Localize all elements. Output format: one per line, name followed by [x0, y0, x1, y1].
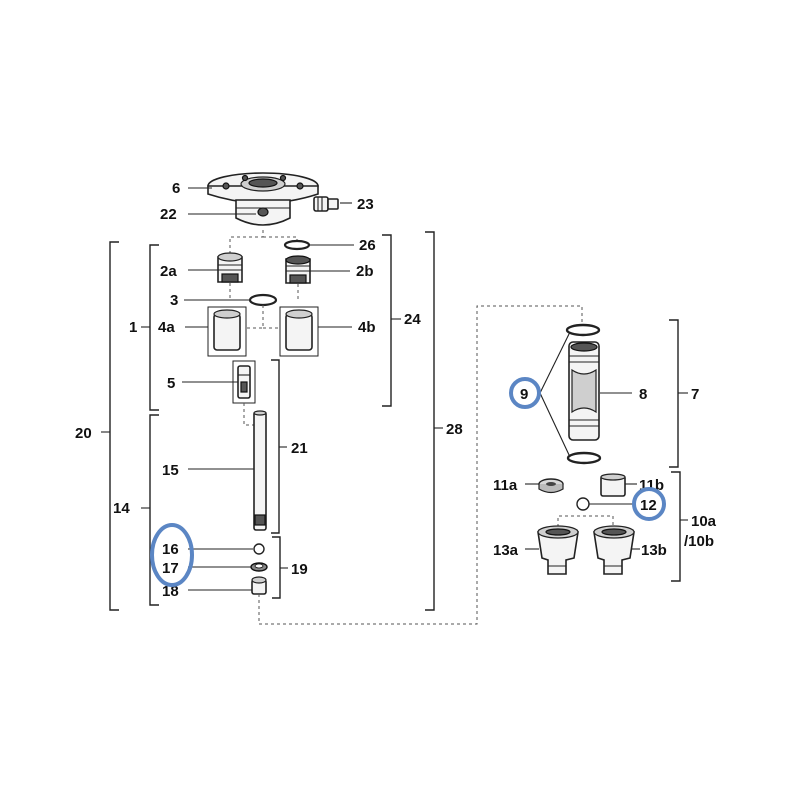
part-23-fitting	[313, 196, 339, 212]
label-6: 6	[172, 180, 180, 197]
brackets-right	[669, 319, 688, 582]
part-12-ball	[576, 497, 590, 511]
part-11b-block	[600, 473, 626, 497]
part-8-cylinder	[568, 341, 600, 441]
label-11a: 11a	[493, 477, 518, 494]
label-3: 3	[170, 292, 178, 309]
label-12: 12	[640, 497, 657, 514]
label-16: 16	[162, 541, 179, 558]
label-22: 22	[160, 206, 177, 223]
label-4b: 4b	[358, 319, 376, 336]
label-1: 1	[129, 319, 137, 336]
label-26: 26	[359, 237, 376, 254]
part-4b-filter	[279, 306, 319, 357]
leader-lines-right	[525, 392, 640, 550]
label-20: 20	[75, 425, 92, 442]
part-16-ball	[253, 543, 265, 555]
label-8: 8	[639, 386, 647, 403]
label-13b: 13b	[641, 542, 667, 559]
part-9-oring-bottom	[566, 451, 602, 465]
leader-lines-9	[539, 331, 571, 458]
part-17-seat	[250, 562, 268, 572]
part-18-nut	[251, 576, 267, 595]
label-10b: /10b	[684, 533, 714, 550]
label-9: 9	[520, 386, 528, 403]
label-13a: 13a	[493, 542, 519, 559]
part-5-sleeve	[232, 360, 256, 404]
label-28: 28	[446, 421, 463, 438]
label-2b: 2b	[356, 263, 374, 280]
label-23: 23	[357, 196, 374, 213]
label-18: 18	[162, 583, 179, 600]
highlight-9	[509, 377, 541, 409]
part-2b-check	[285, 255, 311, 284]
leader-lines-left	[182, 187, 354, 591]
label-4a: 4a	[158, 319, 175, 336]
label-21: 21	[291, 440, 308, 457]
label-2a: 2a	[160, 263, 177, 280]
part-26-oring	[283, 239, 311, 251]
label-5: 5	[167, 375, 175, 392]
part-2a-check	[217, 252, 243, 283]
part-22-housing	[235, 199, 291, 226]
label-17: 17	[162, 560, 179, 577]
highlight-markers	[150, 377, 666, 587]
part-13a-housing	[537, 525, 579, 575]
part-11a-seat	[538, 478, 564, 494]
label-10a: 10a	[691, 513, 717, 530]
part-9-oring-top	[565, 323, 601, 337]
part-13b-housing	[593, 525, 635, 575]
highlight-16-17	[150, 523, 194, 587]
label-24: 24	[404, 311, 421, 328]
brackets-left	[101, 231, 443, 611]
part-4a-filter	[207, 306, 247, 357]
label-19: 19	[291, 561, 308, 578]
highlight-12	[632, 487, 666, 521]
part-15-rod	[253, 410, 267, 531]
label-15: 15	[162, 462, 179, 479]
part-3-oring	[248, 293, 278, 307]
label-7: 7	[691, 386, 699, 403]
label-14: 14	[113, 500, 130, 517]
part-6-flange	[207, 172, 319, 204]
part-labels: 6 22 23 26 2a 2b 3 1 4a 4b 24 5 20 15 21…	[75, 180, 717, 600]
